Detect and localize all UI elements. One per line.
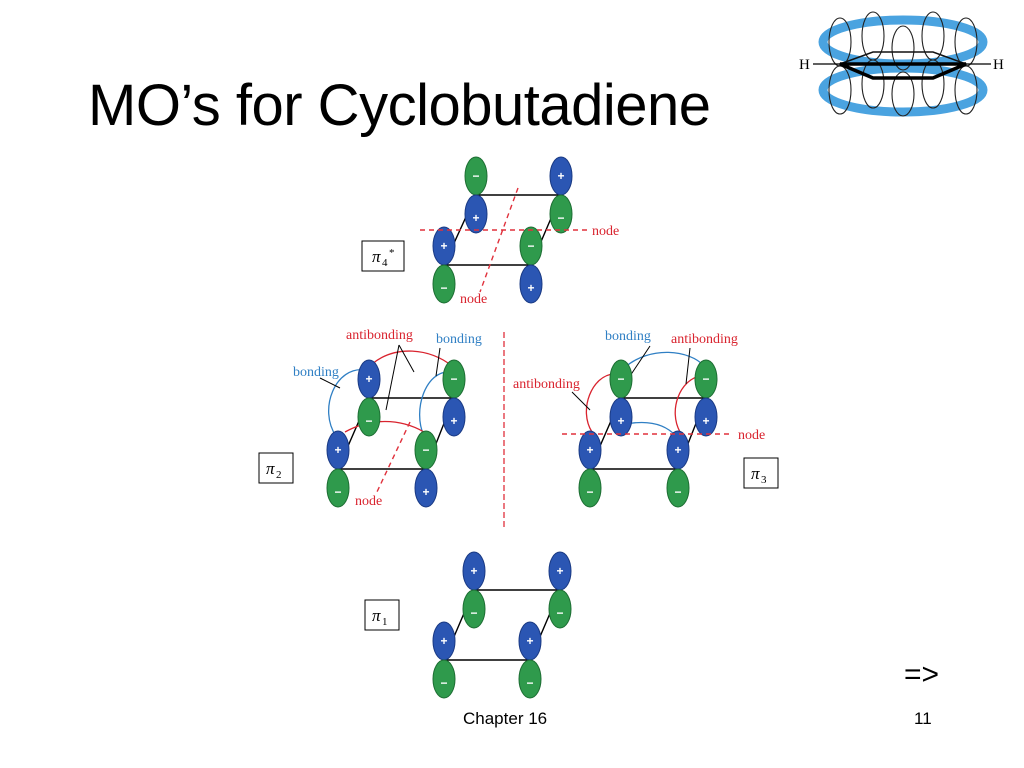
lobe-sign: + — [365, 372, 372, 386]
antibonding-label: antibonding — [671, 332, 738, 347]
orbital-name: π — [372, 247, 381, 266]
orbital-lobe — [694, 397, 718, 437]
lobe-sign: − — [440, 281, 447, 295]
orbital-lobe — [609, 397, 633, 437]
lobe-sign: + — [440, 634, 447, 648]
orbital-lobe — [666, 468, 690, 508]
bonding-label: bonding — [605, 329, 651, 344]
lobe-sign: − — [334, 485, 341, 499]
lobe-sign: + — [556, 564, 563, 578]
lobe-sign: − — [556, 606, 563, 620]
orbital-superscript: * — [389, 247, 395, 259]
orbital-name: π — [266, 459, 275, 478]
lobe-sign: − — [440, 676, 447, 690]
orbital-lobe — [414, 468, 438, 508]
lobe-sign: + — [674, 443, 681, 457]
orbital-pi3: − + − + + − + − bonding antibonding anti… — [513, 329, 779, 508]
lobe-sign: − — [526, 676, 533, 690]
lobe-sign: − — [422, 443, 429, 457]
antibonding-label: antibonding — [513, 377, 580, 392]
orbital-subscript: 1 — [382, 616, 388, 628]
lobe-sign: + — [470, 564, 477, 578]
orbital-lobe — [519, 264, 543, 304]
orbital-pi1: + − + − + − + − π 1 — [364, 551, 572, 699]
lobe-sign: − — [557, 211, 564, 225]
node-label: node — [355, 494, 382, 509]
orbital-subscript: 2 — [276, 469, 282, 481]
lobe-sign: + — [526, 634, 533, 648]
lobe-sign: + — [702, 414, 709, 428]
orbital-lobe — [442, 397, 466, 437]
lobe-sign: + — [440, 239, 447, 253]
orbital-lobe — [578, 468, 602, 508]
lobe-sign: + — [527, 281, 534, 295]
lobe-sign: + — [422, 485, 429, 499]
lobe-sign: − — [674, 485, 681, 499]
orbital-pi2: + − − + + − − + antibonding bonding bond… — [258, 328, 482, 509]
slide-title: MO’s for Cyclobutadiene — [88, 73, 711, 138]
orbital-lobe — [464, 194, 488, 234]
orbital-name-box — [364, 599, 400, 631]
orbital-name: π — [372, 606, 381, 625]
node-label: node — [460, 292, 487, 307]
footer-page-number: 11 — [914, 709, 932, 728]
bonding-label: bonding — [436, 332, 482, 347]
lobe-sign: − — [527, 239, 534, 253]
orbital-lobe — [357, 397, 381, 437]
orbital-lobe — [432, 264, 456, 304]
orbital-name-box — [258, 452, 294, 484]
lobe-sign: + — [472, 211, 479, 225]
lobe-sign: + — [586, 443, 593, 457]
orbital-subscript: 4 — [382, 257, 388, 269]
orbital-name-box — [743, 457, 779, 489]
hydrogen-label-left: H — [799, 57, 810, 73]
lobe-sign: − — [470, 606, 477, 620]
orbital-lobe — [549, 194, 573, 234]
orbital-lobe — [432, 659, 456, 699]
lobe-sign: + — [557, 169, 564, 183]
lobe-sign: − — [617, 372, 624, 386]
bonding-label: bonding — [293, 365, 339, 380]
orbital-lobe — [326, 468, 350, 508]
orbital-name-box — [361, 240, 405, 272]
lobe-sign: − — [472, 169, 479, 183]
lobe-sign: − — [450, 372, 457, 386]
benzene-pi-cloud-image: H H — [799, 11, 1004, 117]
lobe-sign: + — [450, 414, 457, 428]
orbital-lobe — [462, 589, 486, 629]
footer-chapter: Chapter 16 — [463, 709, 548, 728]
orbital-lobe — [518, 659, 542, 699]
node-label: node — [738, 428, 765, 443]
orbital-name: π — [751, 464, 760, 483]
hydrogen-label-right: H — [993, 57, 1004, 73]
node-label: node — [592, 224, 619, 239]
antibonding-label: antibonding — [346, 328, 413, 343]
orbital-pi4: − + + − + − − + node node π 4 * — [361, 156, 619, 307]
nodal-plane — [375, 421, 411, 495]
lobe-sign: − — [586, 485, 593, 499]
nodal-plane — [479, 187, 519, 293]
next-slide-arrow[interactable]: => — [904, 658, 940, 691]
lobe-sign: − — [365, 414, 372, 428]
lobe-sign: − — [702, 372, 709, 386]
lobe-sign: + — [334, 443, 341, 457]
orbital-subscript: 3 — [761, 474, 767, 486]
lobe-sign: + — [617, 414, 624, 428]
orbital-lobe — [548, 589, 572, 629]
